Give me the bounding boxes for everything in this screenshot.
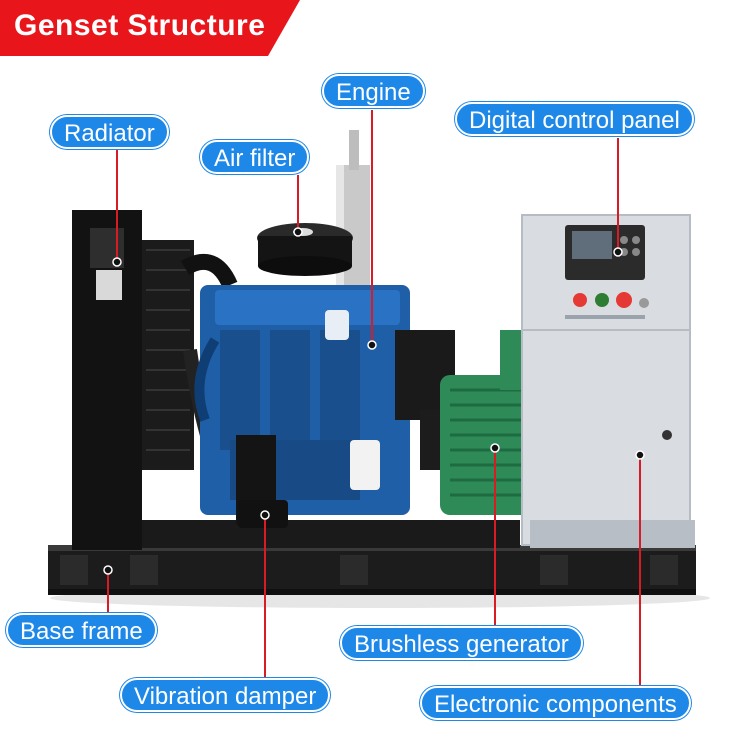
leader-radiator [112, 150, 122, 267]
label-radiator: Radiator [50, 115, 169, 149]
label-air-filter: Air filter [200, 140, 310, 174]
leader-brushless-generator [490, 443, 500, 625]
label-vibration-damper: Vibration damper [120, 678, 331, 712]
leader-digital-control-panel [613, 138, 623, 257]
leader-base-frame [103, 565, 113, 612]
base-frame [48, 520, 696, 595]
label-base-frame: Base frame [6, 613, 157, 647]
leader-air-filter [293, 175, 303, 237]
label-digital-control-panel: Digital control panel [455, 102, 694, 136]
title-banner: Genset Structure [0, 0, 300, 56]
leader-engine [367, 110, 377, 350]
label-engine: Engine [322, 74, 425, 108]
label-electronic-components: Electronic components [420, 686, 691, 720]
leader-vibration-damper [260, 510, 270, 678]
air-filter [257, 223, 353, 276]
title-banner-shape [0, 0, 300, 56]
radiator [72, 210, 238, 550]
label-brushless-generator: Brushless generator [340, 626, 583, 660]
page-title: Genset Structure [14, 9, 266, 42]
control-cabinet [521, 214, 695, 548]
leader-electronic-components [635, 450, 645, 685]
